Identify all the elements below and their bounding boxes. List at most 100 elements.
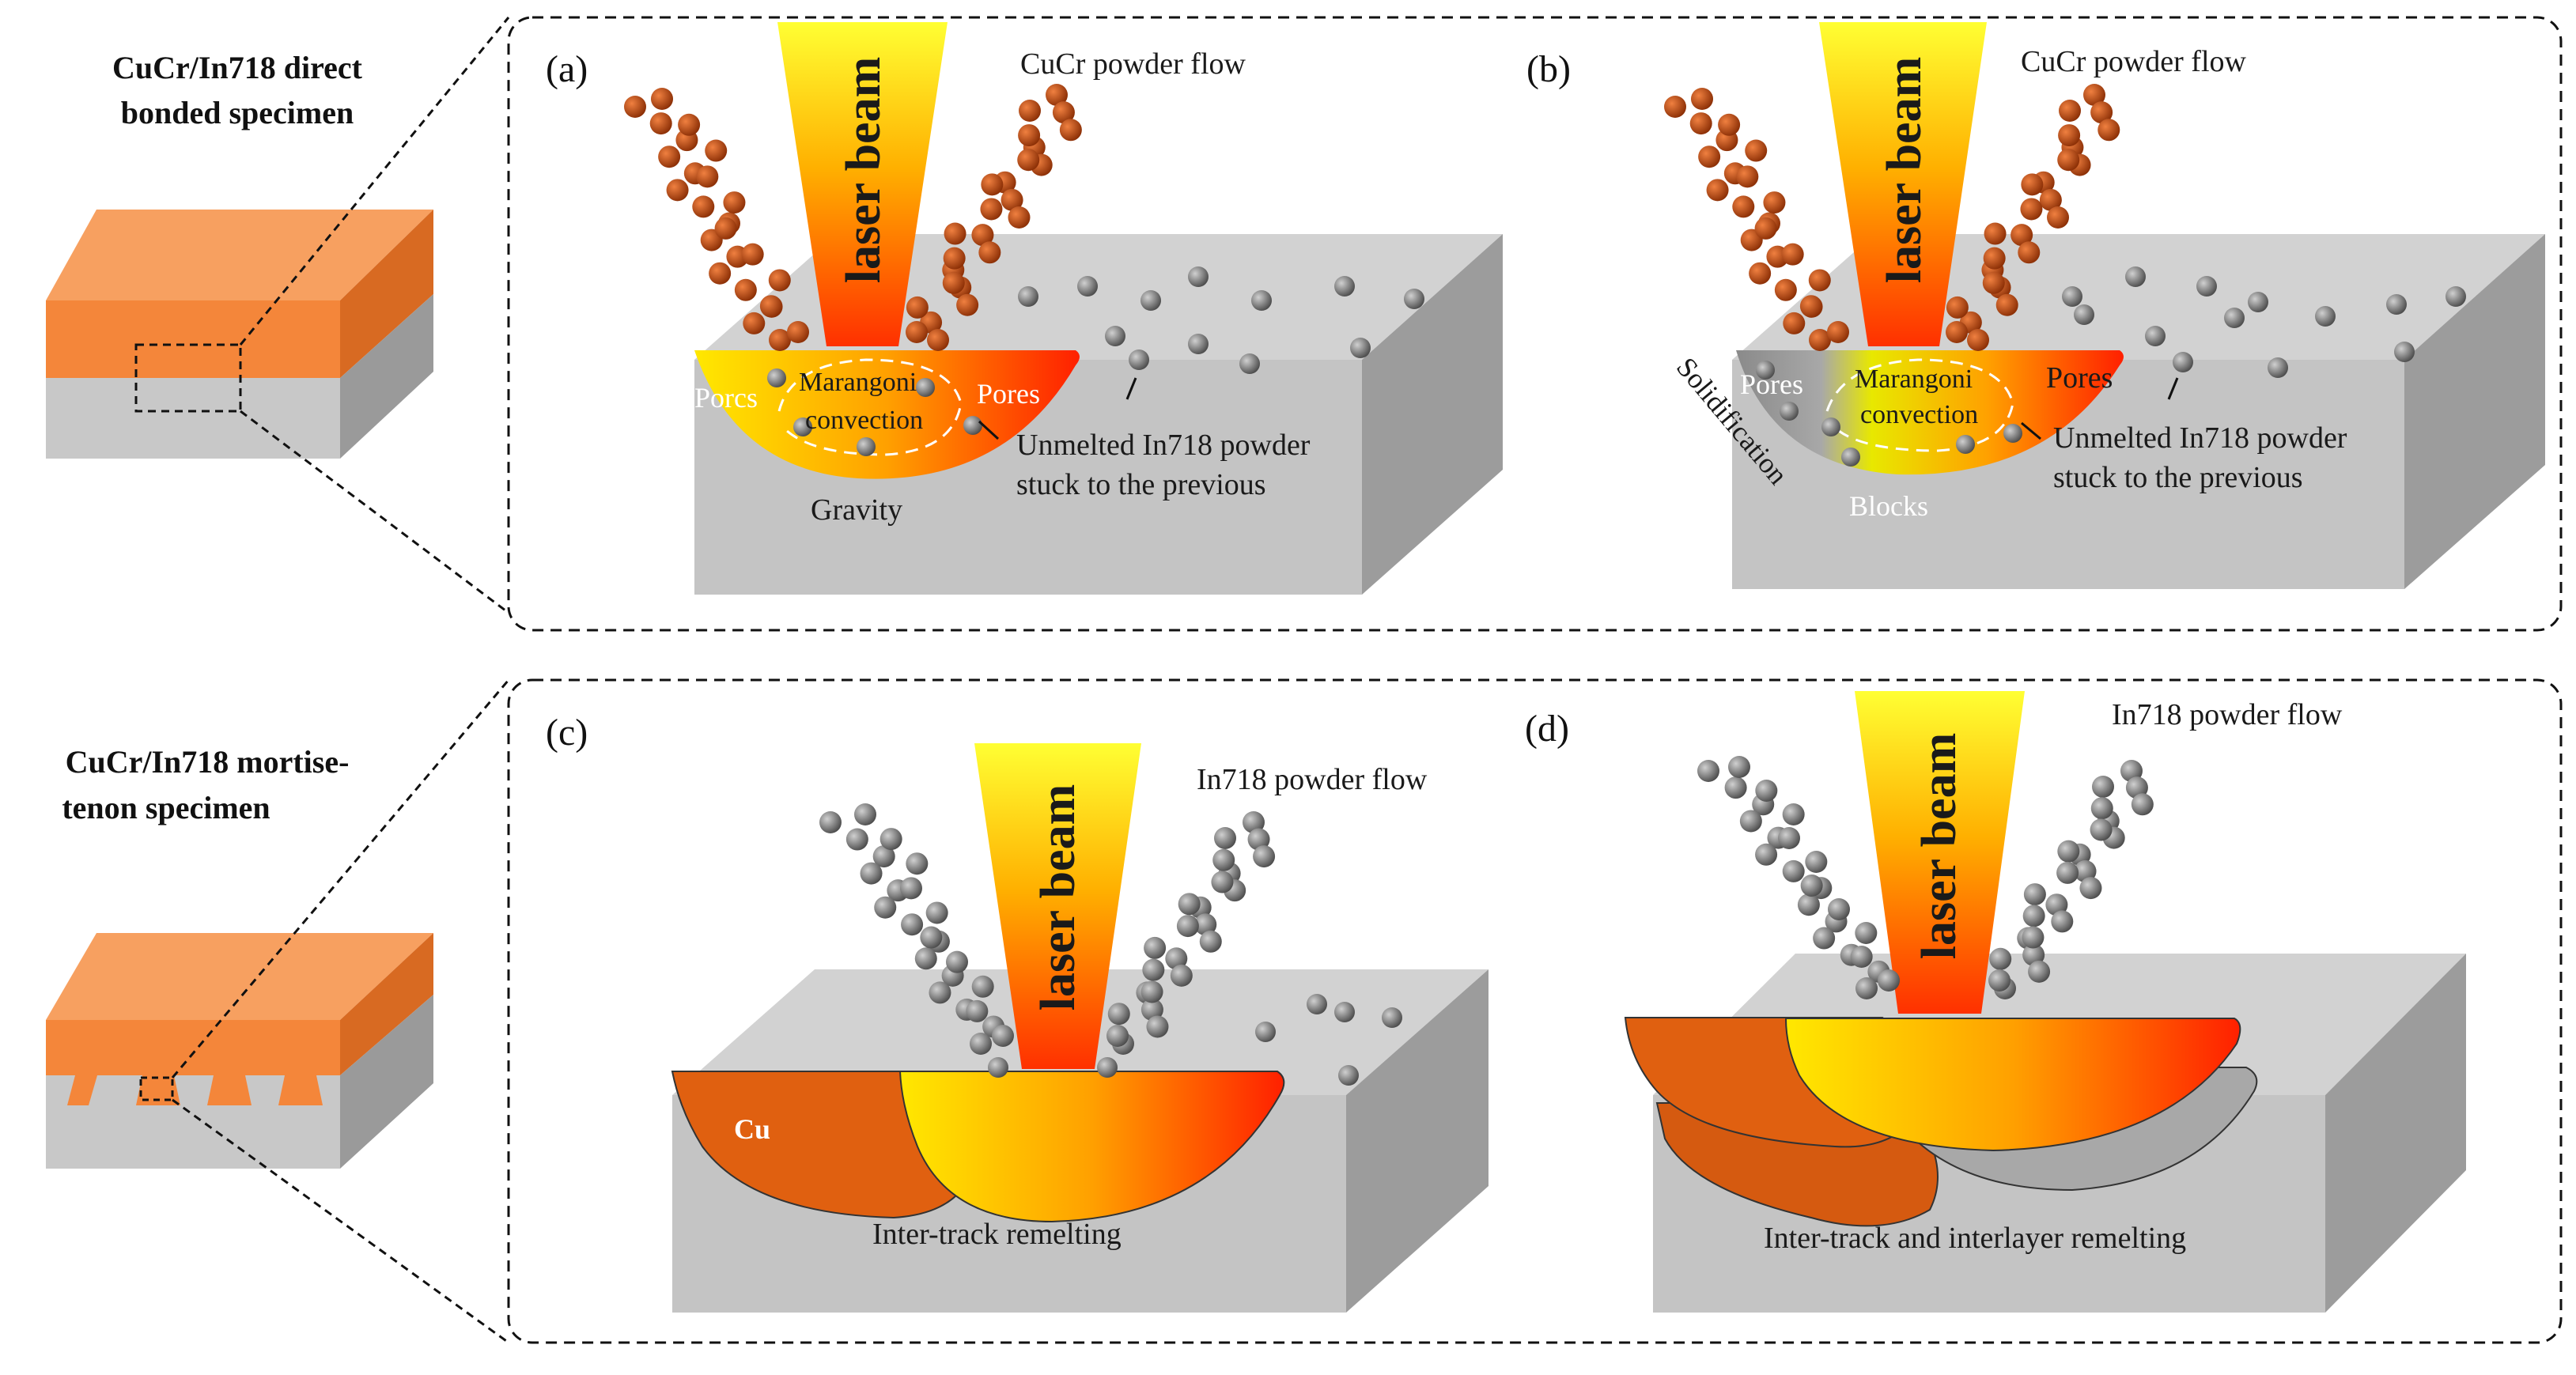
cucr-particle xyxy=(2058,124,2081,147)
in718-particle xyxy=(2120,760,2143,782)
cucr-particle xyxy=(768,269,791,292)
in718-particle xyxy=(1146,1015,1169,1038)
in718-particle xyxy=(2074,304,2094,325)
cucr-particle xyxy=(956,293,979,316)
in718-particle xyxy=(1728,756,1750,778)
in718-particle xyxy=(1107,1003,1130,1026)
panel-d-tag: (d) xyxy=(1525,708,1569,750)
in718-particle xyxy=(1988,969,2010,992)
panel-b-arrow-pores xyxy=(2167,377,2179,400)
in718-particle xyxy=(914,947,937,970)
in718-particle xyxy=(1199,930,1222,953)
cucr-particle xyxy=(1799,295,1822,318)
cucr-particle xyxy=(927,329,949,351)
panel-d-laser-beam xyxy=(1855,691,2025,1014)
in718-particle xyxy=(1797,893,1820,916)
cucr-particle xyxy=(741,243,764,266)
in718-particle xyxy=(971,975,994,998)
cucr-particle xyxy=(1664,96,1686,118)
cucr-particle xyxy=(1984,222,2007,245)
pool-particle xyxy=(1780,402,1799,421)
cucr-particle xyxy=(1809,329,1831,351)
in718-particle xyxy=(2248,292,2268,312)
in718-particle xyxy=(920,926,943,949)
panel-a-marangoni-line2: convection xyxy=(805,406,923,435)
cucr-particle xyxy=(1059,119,1082,142)
cucr-particle xyxy=(981,173,1004,196)
in718-particle xyxy=(1251,290,1272,311)
cucr-particle xyxy=(906,296,929,319)
panel-b-convection-loop xyxy=(1825,358,2014,452)
in718-particle xyxy=(1165,947,1188,970)
cucr-particle xyxy=(971,224,994,247)
cucr-particle xyxy=(2018,241,2041,264)
panel-d-beam-label: laser beam xyxy=(1912,733,1966,959)
pool-particle xyxy=(963,416,982,435)
in718-particle xyxy=(1878,969,1900,992)
panel-b-beam-label: laser beam xyxy=(1878,57,1931,283)
panel-b-pool-particles xyxy=(1756,361,2022,467)
panel-a-arrow-pores xyxy=(1125,377,1137,400)
panel-c-beam-label: laser beam xyxy=(1031,784,1085,1010)
in718-particle xyxy=(1176,915,1199,938)
panel-b-arrow-unmelted xyxy=(2021,421,2041,440)
cucr-particle xyxy=(2021,173,2044,196)
pool-particle xyxy=(2003,424,2022,443)
in718-particle xyxy=(1755,780,1778,802)
in718-particle xyxy=(1211,871,1234,893)
in718-particle xyxy=(1334,1002,1355,1022)
panel-a-pool-particles xyxy=(767,368,982,456)
in718-particle xyxy=(901,913,924,936)
panel-c-substrate-side xyxy=(1346,969,1488,1313)
in718-particle xyxy=(2023,883,2046,906)
panel-a-unmelted-line2: stuck to the previous xyxy=(1016,468,1266,501)
cucr-particle xyxy=(978,241,1001,264)
in718-particle xyxy=(1813,927,1836,950)
bottom-zoom-line-upper xyxy=(171,679,510,1078)
panel-a-pores-left-label: Porcs xyxy=(694,382,758,414)
top-detail-frame xyxy=(507,16,2563,632)
top-specimen-label-line1: CuCr/In718 direct xyxy=(112,50,363,85)
pool-particle xyxy=(793,417,812,436)
panel-c-tag: (c) xyxy=(546,712,588,754)
in718-particle xyxy=(1212,848,1235,871)
cucr-particle xyxy=(1982,271,2005,294)
in718-particle xyxy=(874,896,897,919)
panel-b: laser beam (b) CuCr powder flow Solidifi… xyxy=(1526,22,2545,589)
cucr-particle xyxy=(1052,101,1075,124)
cucr-particle xyxy=(734,278,757,301)
cucr-particle xyxy=(1754,217,1777,240)
in718-particle xyxy=(2074,859,2097,882)
in718-particle xyxy=(966,999,989,1022)
cucr-particle xyxy=(1774,278,1797,301)
in718-particle xyxy=(2057,840,2080,863)
cucr-particle xyxy=(2083,84,2105,106)
in718-particle xyxy=(1106,1025,1129,1047)
in718-particle xyxy=(1214,827,1236,849)
cucr-particle xyxy=(1718,113,1741,136)
in718-particle xyxy=(2394,342,2415,362)
in718-particle xyxy=(1989,947,2012,970)
in718-particle xyxy=(1855,977,1878,999)
in718-particle xyxy=(1140,290,1161,311)
panel-d-remelting-label: Inter-track and interlayer remelting xyxy=(1764,1222,2186,1255)
cucr-particle xyxy=(2097,119,2120,142)
panel-a-gravity-label: Gravity xyxy=(811,493,902,527)
bottom-specimen-copper-front xyxy=(46,1020,340,1075)
cucr-particle xyxy=(624,96,646,118)
in718-particle xyxy=(1334,276,1355,297)
panel-a-laser-beam xyxy=(777,22,948,346)
in718-particle xyxy=(1194,913,1217,936)
panel-d: laser beam (d) In718 powder flow Inter-t… xyxy=(1525,691,2466,1313)
panel-b-pores-left-label: Pores xyxy=(1740,368,1803,400)
in718-particle xyxy=(1105,326,1125,346)
cucr-particle xyxy=(743,312,766,334)
cucr-particle xyxy=(1783,312,1806,334)
panel-b-cucr-powder-right xyxy=(1946,84,2120,351)
in718-particle xyxy=(2090,797,2113,820)
in718-particle xyxy=(2062,286,2082,307)
top-zoom-line-lower xyxy=(240,410,509,614)
cucr-particle xyxy=(1749,262,1772,285)
panel-a-substrate-side xyxy=(1362,234,1503,595)
in718-particle xyxy=(879,828,902,851)
